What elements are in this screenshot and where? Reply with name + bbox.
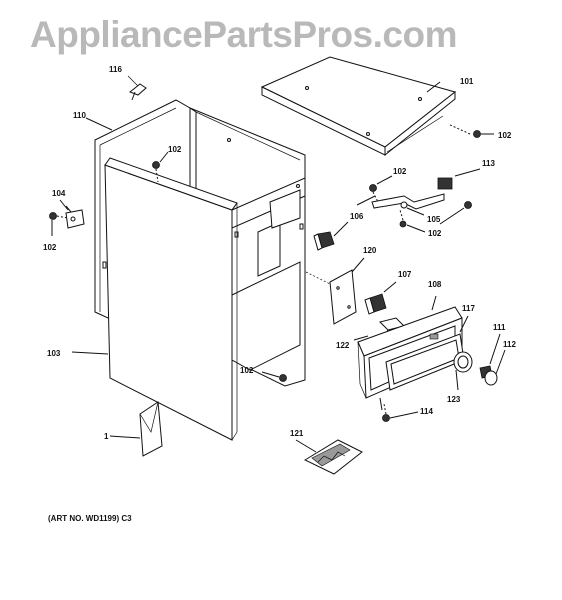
screw-102-bracket-113-lower[interactable] — [399, 201, 472, 233]
part-117-panel-insert[interactable] — [385, 315, 469, 391]
callout-120: 120 — [363, 246, 377, 255]
callout-107: 107 — [398, 270, 412, 279]
callout-101: 101 — [460, 77, 474, 86]
leader-lines — [59, 81, 441, 355]
part-104-bracket[interactable] — [65, 205, 85, 229]
screw-102-top-right[interactable] — [447, 123, 494, 138]
part-101-top-panel[interactable] — [260, 56, 457, 157]
callout-102-bottom: 102 — [240, 366, 254, 375]
screw-102-cabinet-top[interactable] — [152, 151, 169, 183]
callout-106: 106 — [350, 212, 364, 221]
part-106-switch[interactable] — [313, 221, 349, 251]
screw-102-bottom[interactable] — [261, 371, 287, 382]
part-103-front-panel[interactable] — [102, 157, 238, 441]
part-120-cover-plate[interactable] — [305, 257, 365, 325]
watermark-text: AppliancePartsPros.com — [30, 14, 457, 55]
callout-102-left: 102 — [43, 243, 57, 252]
callout-117: 117 — [462, 304, 475, 313]
callout-104: 104 — [52, 189, 66, 198]
part-116-clip[interactable] — [127, 75, 147, 101]
part-114-screw[interactable] — [382, 403, 419, 422]
callout-105: 105 — [427, 215, 441, 224]
part-123-knob-ring[interactable] — [453, 351, 473, 391]
callout-114: 114 — [420, 407, 433, 416]
callout-102-bracket: 102 — [393, 167, 407, 176]
callout-110: 110 — [73, 111, 86, 120]
callout-102-top-right: 102 — [498, 131, 512, 140]
callout-103: 103 — [47, 349, 61, 358]
screw-102-side-left[interactable] — [49, 212, 69, 237]
callout-1: 1 — [104, 432, 109, 441]
part-105-clip[interactable] — [400, 201, 425, 216]
callout-111: 111 — [493, 323, 506, 332]
art-number-caption: (ART NO. WD1199) C3 — [48, 514, 132, 523]
part-113-bracket[interactable] — [371, 168, 481, 210]
callout-116: 116 — [109, 65, 122, 74]
callout-112: 112 — [503, 340, 516, 349]
callout-113: 113 — [482, 159, 495, 168]
part-121-bracket-plate[interactable] — [295, 439, 363, 475]
callout-121: 121 — [290, 429, 304, 438]
callout-102-cabinet: 102 — [168, 145, 182, 154]
part-112-cap[interactable] — [484, 349, 506, 386]
callout-122: 122 — [336, 341, 350, 350]
part-107-switch[interactable] — [364, 281, 397, 315]
callout-108: 108 — [428, 280, 442, 289]
callout-123: 123 — [447, 395, 461, 404]
callout-102-lower: 102 — [428, 229, 442, 238]
part-1-manual-envelope[interactable] — [109, 401, 163, 457]
callout-labels: 116 101 110 102 102 113 102 104 105 106 … — [43, 65, 516, 441]
